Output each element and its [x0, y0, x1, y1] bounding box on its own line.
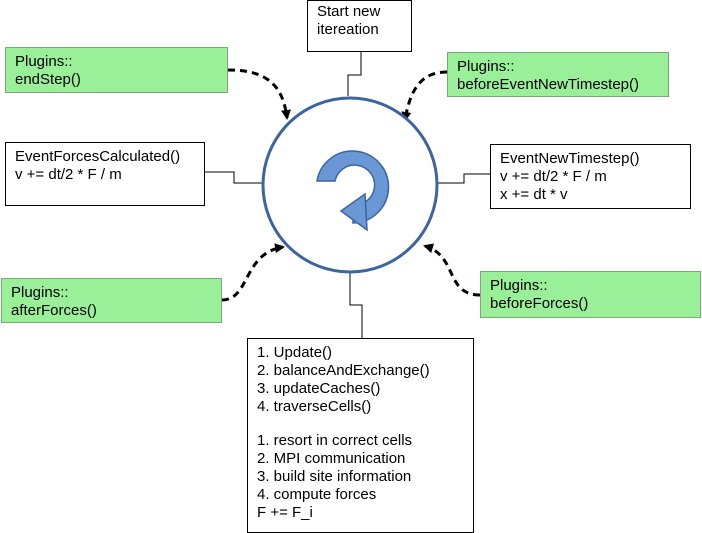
iteration-cycle-circle	[261, 96, 439, 274]
step-call-4: 4. traverseCells()	[257, 398, 372, 415]
event-new-timestep-box: EventNewTimestep() v += dt/2 * F / m x +…	[490, 144, 691, 209]
step-description-3: 3. build site information	[257, 468, 412, 485]
force-sum-formula: F += F_i	[257, 504, 313, 521]
dashed-arrow-after-forces	[221, 243, 285, 302]
force-steps-box: 1. Update() 2. balanceAndExchange() 3. u…	[247, 338, 474, 533]
step-description-4: 4. compute forces	[257, 486, 377, 503]
plugins-endstep-line-2: endStep()	[15, 71, 81, 88]
plugins-before-forces-line-2: beforeForces()	[490, 295, 589, 312]
cycle-arrow-icon	[316, 150, 390, 232]
plugins-before-event-line-2: beforeEventNewTimestep()	[457, 76, 640, 93]
start-line-2: itereation	[317, 21, 379, 38]
step-description-1: 1. resort in correct cells	[257, 432, 413, 449]
plugins-endstep-line-1: Plugins::	[15, 53, 73, 70]
plugins-after-forces-line-1: Plugins::	[11, 284, 69, 301]
dashed-arrow-endstep	[227, 68, 291, 120]
connector-steps	[349, 272, 363, 338]
event-new-timestep-line-1: EventNewTimestep()	[500, 150, 640, 167]
plugins-before-forces-box: Plugins:: beforeForces()	[480, 271, 701, 318]
step-spacer	[257, 416, 464, 432]
step-call-2: 2. balanceAndExchange()	[257, 362, 430, 379]
event-new-timestep-line-2: v += dt/2 * F / m	[500, 168, 607, 185]
dashed-arrow-before-event	[401, 70, 448, 122]
event-forces-calculated-box: EventForcesCalculated() v += dt/2 * F / …	[5, 142, 205, 206]
step-description-2: 2. MPI communication	[257, 450, 406, 467]
step-call-1: 1. Update()	[257, 344, 333, 361]
start-iteration-box: Start new itereation	[307, 0, 412, 52]
step-call-3: 3. updateCaches()	[257, 380, 381, 397]
event-forces-calculated-line-1: EventForcesCalculated()	[15, 148, 181, 165]
event-new-timestep-line-3: x += dt * v	[500, 186, 568, 203]
plugins-before-event-box: Plugins:: beforeEventNewTimestep()	[447, 52, 669, 97]
event-forces-calculated-line-2: v += dt/2 * F / m	[15, 166, 122, 183]
start-line-1: Start new	[317, 3, 381, 20]
plugins-before-event-line-1: Plugins::	[457, 58, 515, 75]
connector-start	[347, 52, 362, 96]
plugins-after-forces-line-2: afterForces()	[11, 302, 97, 319]
plugins-before-forces-line-1: Plugins::	[490, 277, 548, 294]
plugins-after-forces-box: Plugins:: afterForces()	[1, 278, 222, 323]
connector-event-forces	[205, 171, 262, 184]
plugins-endstep-box: Plugins:: endStep()	[5, 47, 228, 93]
connector-event-timestep	[436, 173, 490, 184]
dashed-arrow-before-forces	[423, 243, 481, 297]
